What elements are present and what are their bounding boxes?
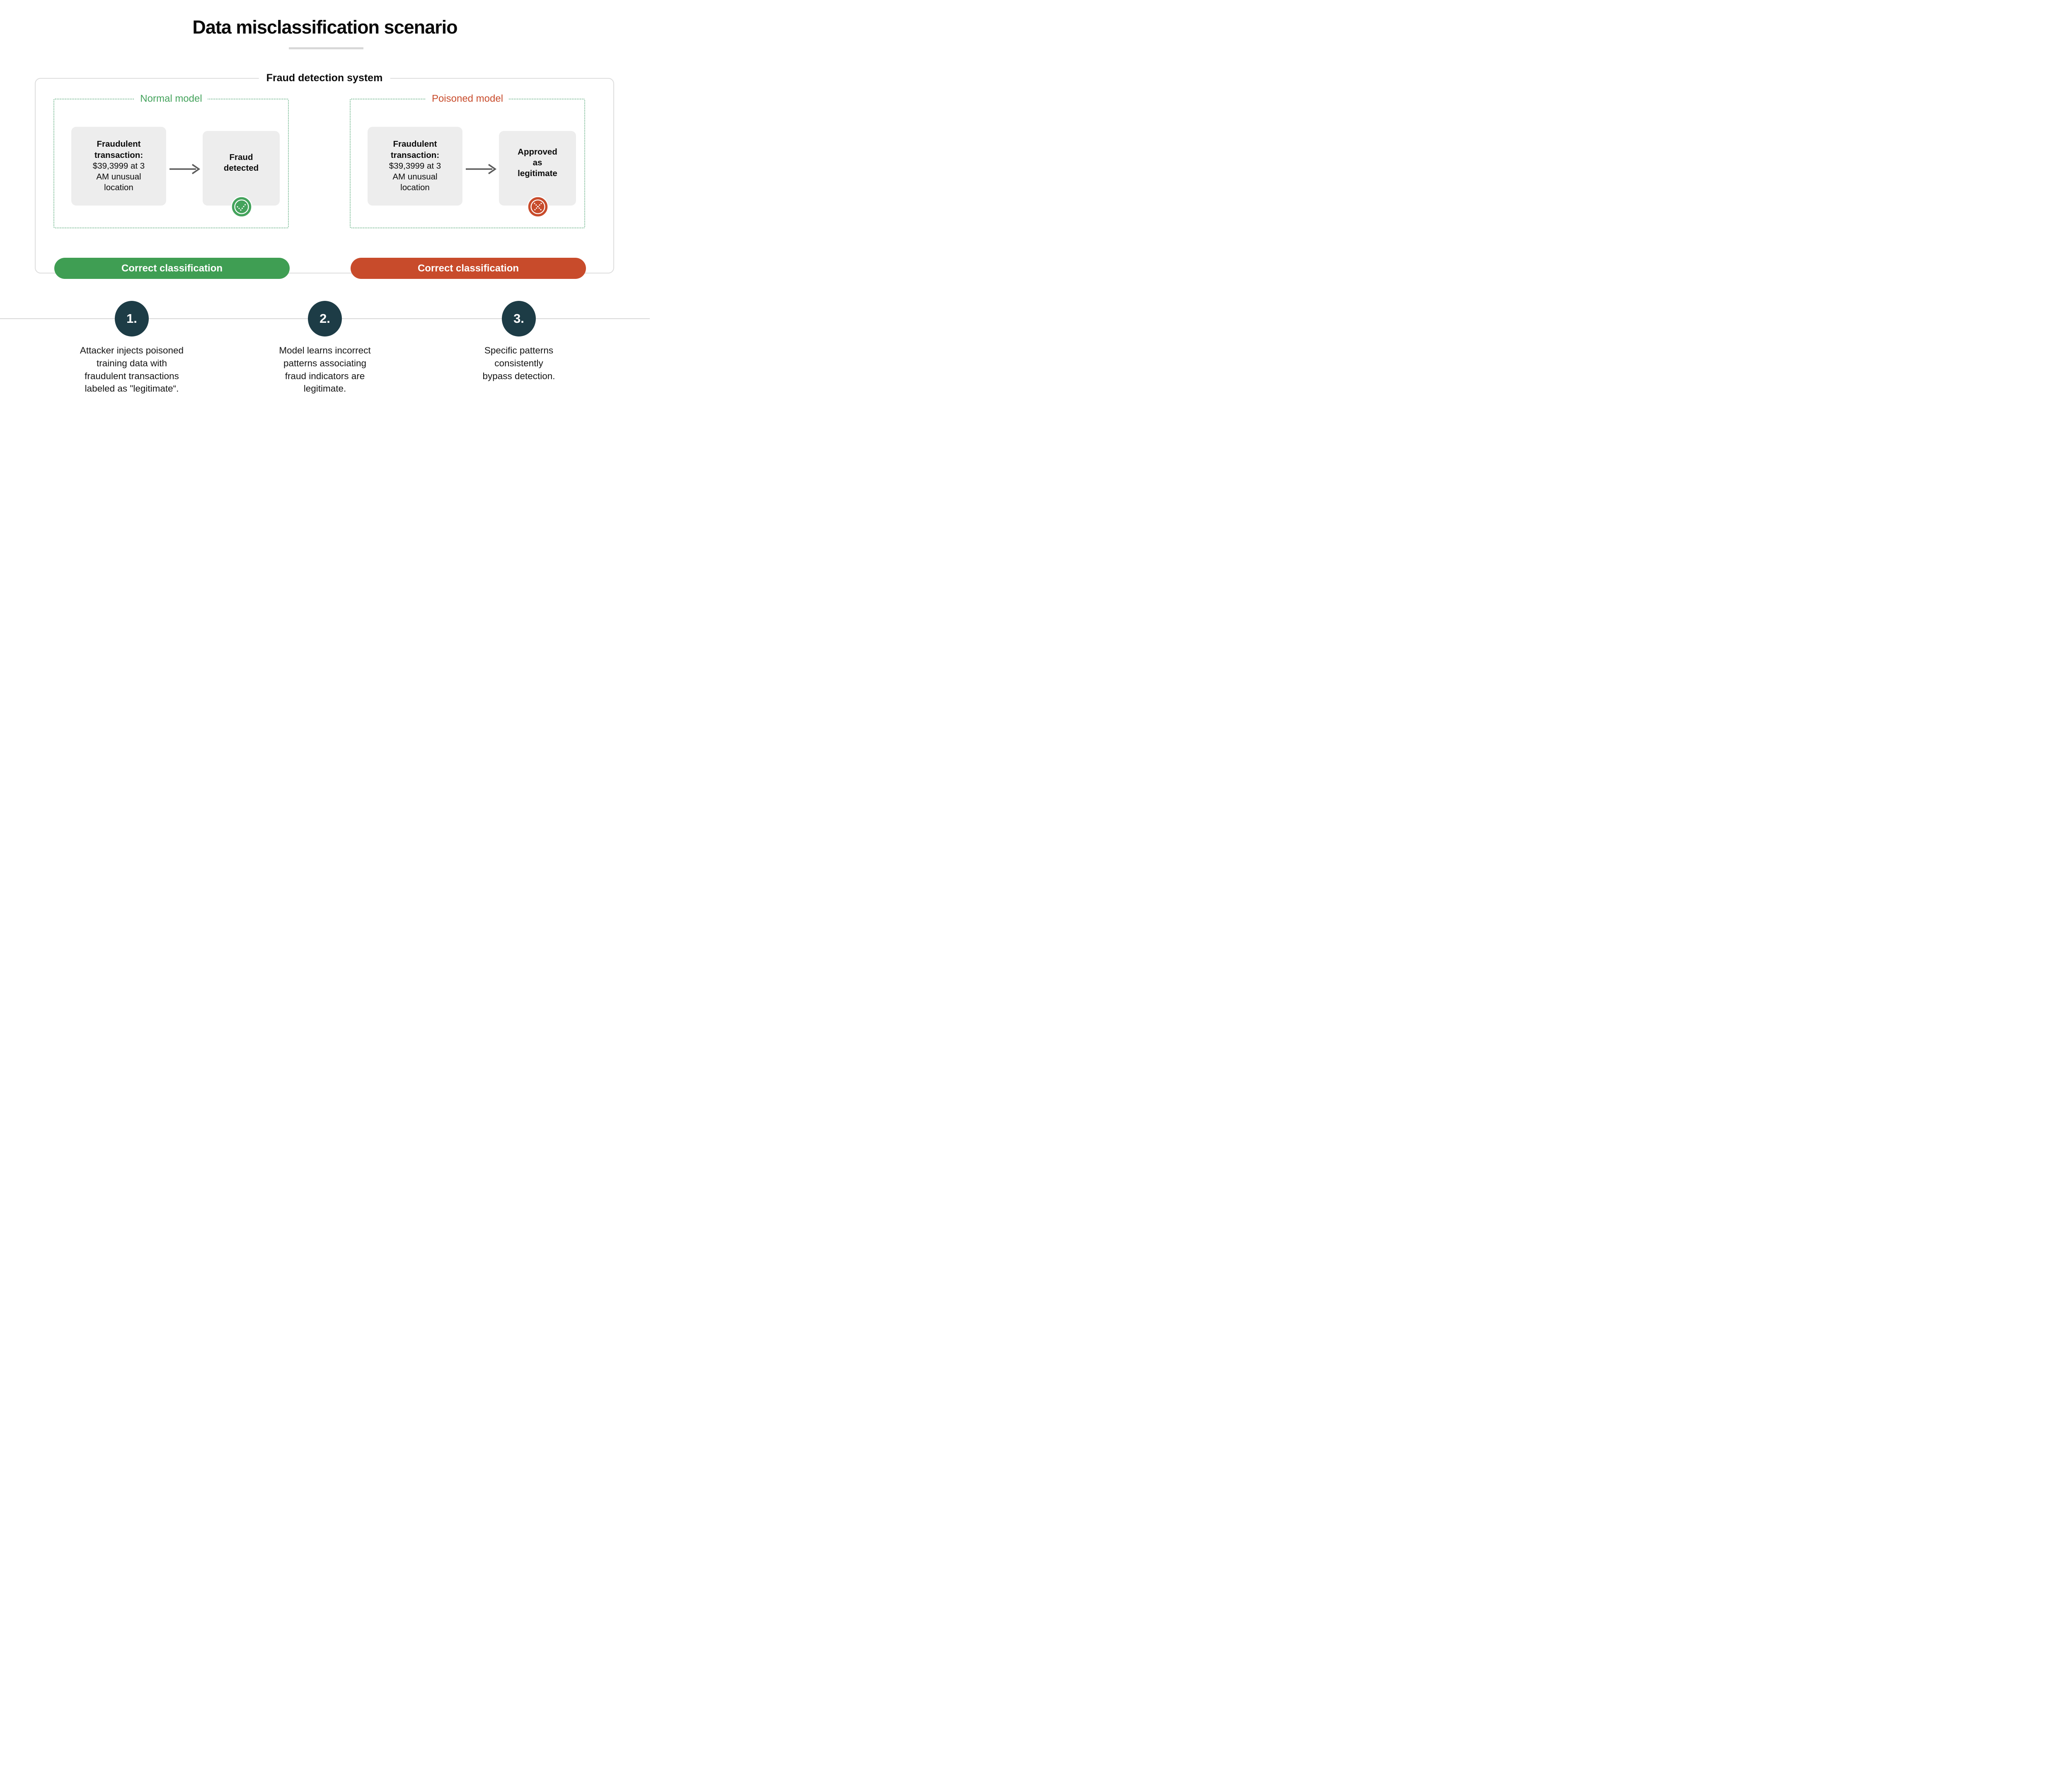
normal-input-body: $39,3999 at 3 AM unusual location [92, 161, 145, 193]
fraud-detection-system-box: Fraud detection system Normal model Frau… [35, 72, 614, 279]
panel-normal-label: Normal model [134, 93, 208, 105]
poisoned-output-node: Approved as legitimate [499, 131, 576, 206]
page-title: Data misclassification scenario [192, 17, 457, 38]
poisoned-output-text: Approved as legitimate [518, 147, 557, 179]
step-2-text: Model learns incorrect patterns associat… [279, 345, 371, 394]
poisoned-input-title: Fraudulent transaction: [390, 139, 440, 160]
step-1-number: 1. [126, 311, 137, 326]
data-misclassification-diagram: Data misclassification scenario Fraud de… [0, 0, 650, 415]
step-1-number-badge: 1. [115, 301, 149, 336]
normal-input-title: Fraudulent transaction: [94, 139, 143, 160]
check-circle-icon [231, 196, 252, 218]
step-1-text: Attacker injects poisoned training data … [80, 345, 184, 394]
system-box-label: Fraud detection system [259, 72, 390, 85]
panel-poisoned-label: Poisoned model [426, 93, 509, 105]
normal-output-text: Fraud detected [223, 152, 259, 173]
step-3-number: 3. [513, 311, 524, 326]
panel-poisoned-model: Poisoned model Fraudulent transaction: $… [350, 93, 586, 279]
poisoned-input-body: $39,3999 at 3 AM unusual location [389, 161, 441, 193]
title-divider [289, 47, 363, 49]
panel-normal-model: Normal model Fraudulent transaction: $39… [53, 93, 290, 279]
right-arrow-icon [466, 164, 497, 174]
x-circle-icon [527, 196, 549, 218]
right-arrow-icon [169, 164, 201, 174]
poisoned-input-node: Fraudulent transaction: $39,3999 at 3 AM… [368, 127, 462, 206]
normal-output-node: Fraud detected [203, 131, 280, 206]
poisoned-result-button[interactable]: Correct classification [351, 258, 586, 279]
normal-input-node: Fraudulent transaction: $39,3999 at 3 AM… [71, 127, 166, 206]
step-2-number: 2. [320, 311, 330, 326]
normal-result-button[interactable]: Correct classification [54, 258, 290, 279]
step-2-number-badge: 2. [308, 301, 342, 336]
step-3-text: Specific patterns consistently bypass de… [482, 345, 555, 381]
step-3-number-badge: 3. [502, 301, 536, 336]
